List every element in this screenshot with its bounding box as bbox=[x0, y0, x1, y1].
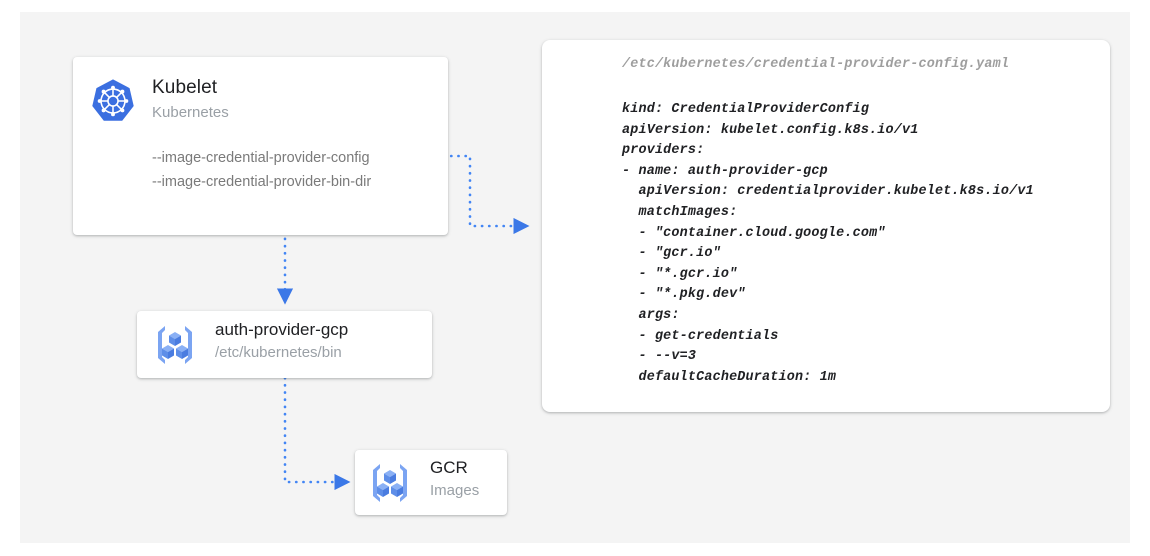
config-file-path: /etc/kubernetes/credential-provider-conf… bbox=[622, 57, 1010, 72]
kubelet-subtitle: Kubernetes bbox=[152, 104, 229, 121]
kubelet-flag-config: --image-credential-provider-config bbox=[152, 150, 370, 166]
kubelet-flag-list: --image-credential-provider-config --ima… bbox=[152, 146, 371, 194]
auth-provider-gcp-card[interactable]: auth-provider-gcp /etc/kubernetes/bin bbox=[137, 311, 432, 378]
gcr-title: GCR bbox=[430, 458, 468, 477]
auth-provider-subtitle: /etc/kubernetes/bin bbox=[215, 344, 342, 361]
kubernetes-logo-icon bbox=[90, 78, 136, 124]
gcr-card[interactable]: GCR Images bbox=[355, 450, 507, 515]
kubelet-title: Kubelet bbox=[152, 77, 218, 98]
config-yaml-body: kind: CredentialProviderConfig apiVersio… bbox=[622, 102, 1034, 385]
auth-provider-title: auth-provider-gcp bbox=[215, 320, 349, 339]
credential-provider-config-card[interactable]: /etc/kubernetes/credential-provider-conf… bbox=[542, 40, 1110, 412]
container-registry-icon bbox=[150, 320, 200, 370]
kubelet-card[interactable]: Kubelet Kubernetes --image-credential-pr… bbox=[73, 57, 448, 235]
gcr-subtitle: Images bbox=[430, 482, 480, 499]
container-registry-icon bbox=[365, 458, 415, 508]
kubelet-flag-bin-dir: --image-credential-provider-bin-dir bbox=[152, 174, 372, 190]
